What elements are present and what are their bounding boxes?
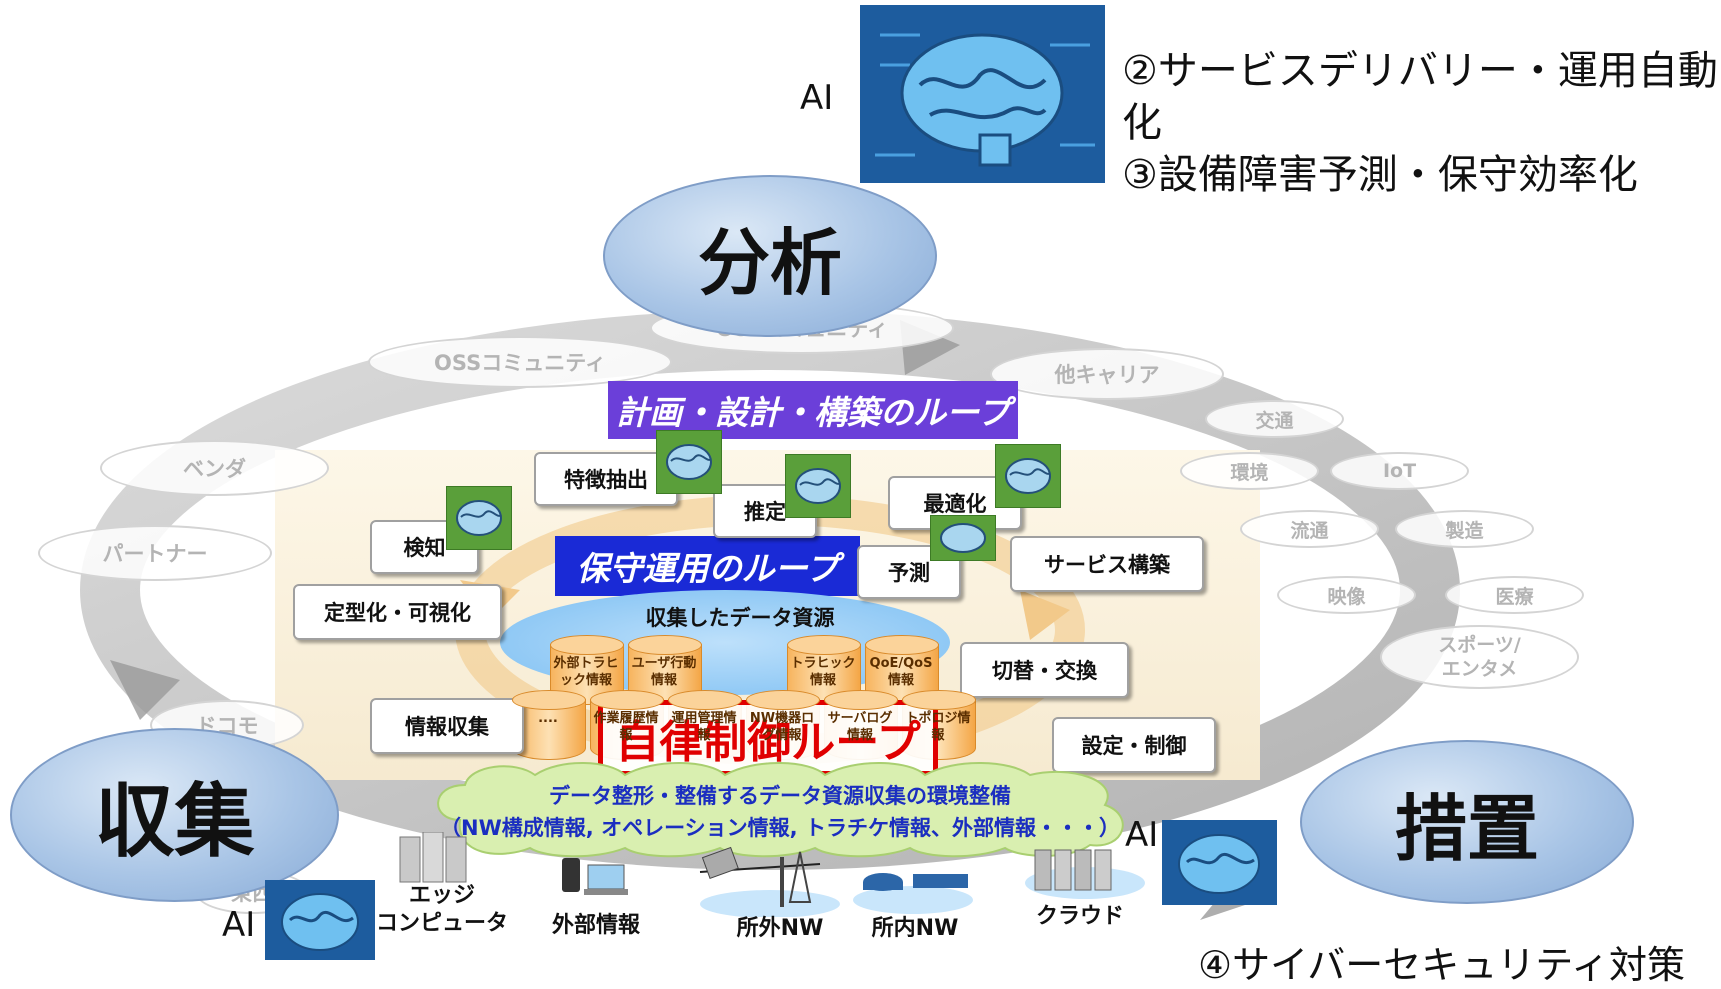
server-rack-icon	[399, 832, 467, 883]
step-feature-extraction: 特徴抽出	[534, 452, 678, 506]
step-optimization: 最適化	[888, 476, 1022, 530]
industry-manufacturing: 製造	[1395, 510, 1534, 548]
brain-icon	[860, 5, 1105, 183]
ai-label-left: AI	[222, 905, 256, 945]
outside-nw-icon	[699, 846, 840, 917]
label-edge-computer: エッジ コンピュータ	[375, 883, 508, 936]
ai-chip-icon	[930, 515, 996, 561]
ai-chip-icon	[785, 454, 851, 518]
ai-label-top: AI	[800, 78, 834, 118]
label-cloud: クラウド	[1035, 904, 1124, 929]
goal-3: ③設備障害予測・保守効率化	[1122, 152, 1638, 198]
banner-planning-loop: 計画・設計・構築のループ	[608, 381, 1018, 439]
banner-maintenance-loop: 保守運用のループ	[555, 536, 860, 596]
ai-label-right: AI	[1125, 815, 1159, 855]
step-info-collection: 情報収集	[370, 698, 524, 754]
step-config-control: 設定・制御	[1052, 717, 1216, 773]
industry-video: 映像	[1277, 576, 1416, 614]
brain-icon	[265, 880, 375, 960]
cloud-server-icon	[1025, 849, 1145, 899]
oval-oss-left: OSSコミュニティ	[368, 336, 672, 388]
label-inside-nw: 所内NW	[871, 916, 959, 941]
inside-nw-icon	[853, 873, 973, 914]
goals-top: ②サービスデリバリー・運用自動化 ③設備障害予測・保守効率化	[1122, 45, 1721, 201]
step-service-build: サービス構築	[1010, 536, 1204, 592]
cloud-text-line1: データ整形・整備するデータ資源収集の環境整備	[549, 784, 1011, 808]
industry-traffic: 交通	[1205, 400, 1344, 438]
brain-icon	[1162, 820, 1277, 905]
industry-environment: 環境	[1180, 452, 1319, 490]
can-etc: ....	[512, 690, 586, 762]
step-standardize: 定型化・可視化	[293, 584, 502, 640]
oval-vendor: ベンダ	[100, 440, 329, 496]
oval-analysis: 分析	[603, 175, 937, 337]
industry-medical: 医療	[1445, 576, 1584, 614]
oval-action: 措置	[1300, 740, 1634, 904]
industry-iot: IoT	[1330, 452, 1469, 490]
label-external-info: 外部情報	[551, 913, 640, 938]
ai-chip-icon	[995, 444, 1061, 508]
environment-cloud	[437, 762, 1124, 858]
industry-sports: スポーツ/ エンタメ	[1380, 625, 1579, 689]
phone-laptop-icon	[562, 858, 628, 895]
ai-chip-icon	[656, 430, 722, 494]
oval-other-carrier: 他キャリア	[990, 348, 1224, 400]
label-outside-nw: 所外NW	[736, 916, 824, 941]
step-switching: 切替・交換	[960, 642, 1129, 698]
oval-collection: 収集	[10, 728, 339, 902]
goal-2: ②サービスデリバリー・運用自動化	[1122, 48, 1718, 146]
ai-chip-icon	[446, 486, 512, 550]
oval-partner: パートナー	[38, 525, 272, 581]
cloud-text-line2: （NW構成情報, オペレーション情報, トラチケ情報、外部情報・・・）	[440, 816, 1120, 840]
industry-distribution: 流通	[1240, 510, 1379, 548]
goal-4: ④サイバーセキュリティ対策	[1198, 943, 1686, 987]
data-resource-title: 収集したデータ資源	[645, 606, 835, 630]
